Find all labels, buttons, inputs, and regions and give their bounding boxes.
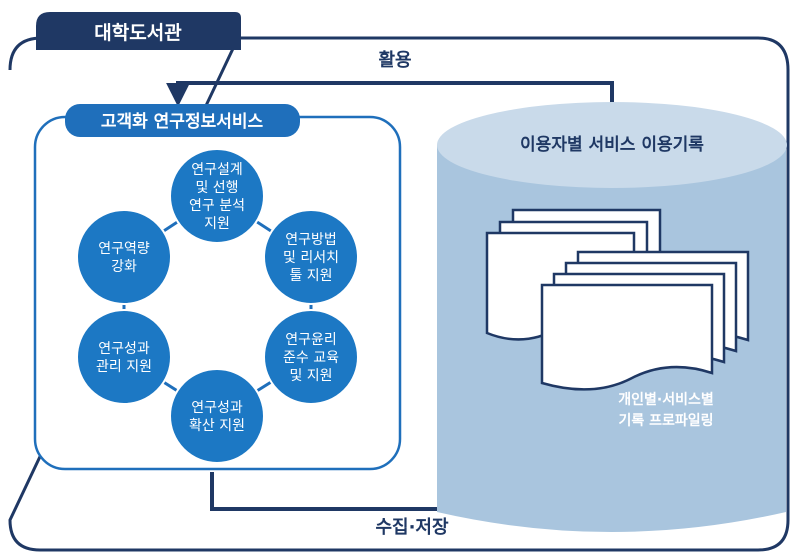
database-top-label: 이용자별 서비스 이용기록	[520, 135, 704, 155]
service-circle-label-line: 연구설계	[191, 162, 243, 178]
service-circle-label-line: 관리 지원	[96, 359, 152, 375]
service-circle-label-line: 연구 분석	[189, 198, 245, 214]
database-caption-line-2: 기록 프로파일링	[618, 412, 713, 429]
service-panel-title: 고객화 연구정보서비스	[101, 112, 264, 132]
service-circle-label-line: 확산 지원	[189, 418, 245, 434]
service-circle-label-line: 연구윤리	[285, 332, 337, 348]
service-circle-shape	[76, 309, 172, 405]
service-circle-label-line: 준수 교육	[283, 350, 339, 366]
top-flow-label: 활용	[378, 50, 411, 71]
service-circle-shape	[169, 148, 265, 244]
service-circle-label-line: 연구성과	[191, 400, 243, 416]
document-stack-icon	[485, 208, 750, 391]
bottom-flow-label: 수집·저장	[375, 517, 449, 538]
library-title-tab: 대학도서관	[36, 12, 241, 50]
service-circle-shape	[263, 309, 359, 405]
service-circle-label-line: 지원	[204, 216, 230, 232]
service-circle-shape	[76, 209, 172, 305]
database-top	[437, 102, 787, 188]
service-circle-label-line: 툴 지원	[289, 268, 332, 284]
service-circle-label-line: 및 리서치	[283, 250, 339, 266]
service-circle-label-line: 연구역량	[98, 241, 150, 257]
service-circle-shape	[169, 368, 265, 464]
service-circle-label-line: 강화	[111, 259, 137, 275]
service-circle-label-line: 연구방법	[285, 232, 337, 248]
service-circle-label-line: 연구성과	[98, 341, 150, 357]
service-circle-shape	[263, 209, 359, 305]
library-title: 대학도서관	[94, 22, 182, 44]
service-panel-title-tab: 고객화 연구정보서비스	[65, 104, 300, 137]
service-circle-label-line: 및 선행	[195, 180, 238, 196]
database-caption-line-1: 개인별·서비스별	[618, 391, 713, 408]
service-circle-label-line: 및 지원	[289, 368, 332, 384]
